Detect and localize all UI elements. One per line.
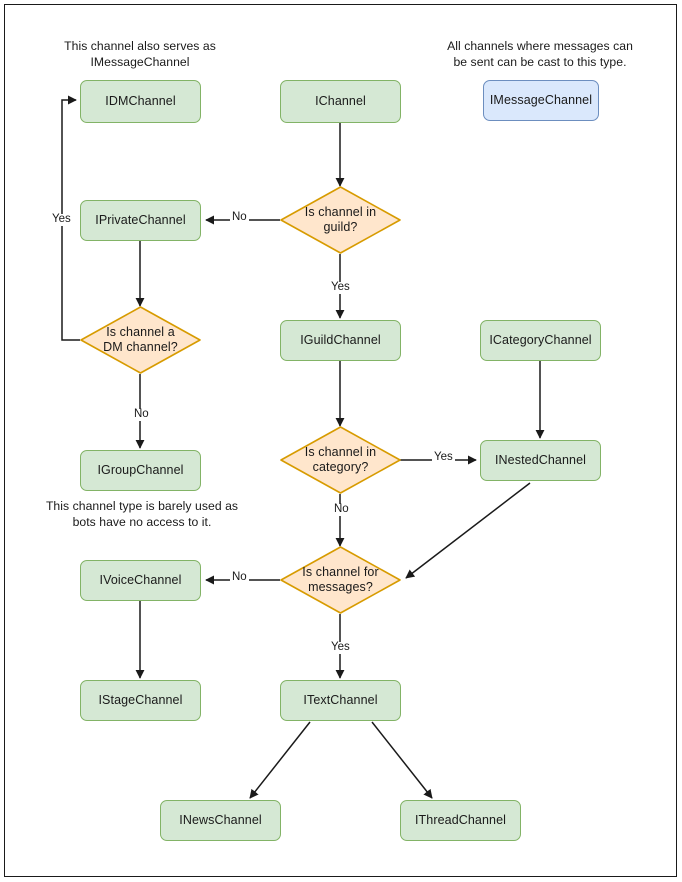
edge-label-category-no: No bbox=[332, 503, 351, 516]
node-istagechannel-label: IStageChannel bbox=[98, 692, 183, 707]
node-inewschannel-label: INewsChannel bbox=[179, 812, 262, 827]
node-imessagechannel[interactable]: IMessageChannel bbox=[483, 80, 599, 121]
node-idmchannel[interactable]: IDMChannel bbox=[80, 80, 201, 123]
note-message-channel: All channels where messages can be sent … bbox=[430, 38, 650, 70]
note-msg-line2: be sent can be cast to this type. bbox=[453, 55, 627, 70]
decision-is-channel-in-category[interactable]: Is channel in category? bbox=[280, 426, 401, 494]
edge-label-messages-yes: Yes bbox=[329, 641, 352, 654]
node-ivoicechannel[interactable]: IVoiceChannel bbox=[80, 560, 201, 601]
note-group-line2: bots have no access to it. bbox=[72, 515, 212, 530]
node-ithreadchannel-label: IThreadChannel bbox=[414, 812, 507, 827]
decision-in-category-line1: Is channel in bbox=[304, 444, 377, 459]
edge-label-category-yes: Yes bbox=[432, 451, 455, 464]
decision-is-dm-line1: Is channel a bbox=[106, 324, 175, 339]
edge-label-guild-yes: Yes bbox=[329, 281, 352, 294]
node-iprivatechannel-label: IPrivateChannel bbox=[95, 212, 186, 227]
decision-is-channel-in-guild[interactable]: Is channel in guild? bbox=[280, 186, 401, 254]
note-dm-line2: IMessageChannel bbox=[90, 55, 190, 70]
decision-is-channel-a-dm-channel[interactable]: Is channel a DM channel? bbox=[80, 306, 201, 374]
node-inewschannel[interactable]: INewsChannel bbox=[160, 800, 281, 841]
decision-for-messages-line2: messages? bbox=[308, 580, 373, 594]
node-icategorychannel[interactable]: ICategoryChannel bbox=[480, 320, 601, 361]
node-iguildchannel[interactable]: IGuildChannel bbox=[280, 320, 401, 361]
edge-itextchannel-to-inewschannel bbox=[249, 721, 311, 799]
decision-in-guild-label: Is channel in guild? bbox=[280, 186, 401, 254]
note-msg-line1: All channels where messages can bbox=[447, 39, 633, 53]
note-group-line1: This channel type is barely used as bbox=[45, 499, 239, 513]
decision-for-messages-shape bbox=[280, 546, 401, 614]
node-ichannel-label: IChannel bbox=[315, 93, 366, 108]
node-inestedchannel[interactable]: INestedChannel bbox=[480, 440, 601, 481]
decision-in-category-label: Is channel in category? bbox=[280, 426, 401, 494]
node-iguildchannel-label: IGuildChannel bbox=[300, 332, 381, 347]
decision-in-category-line2: category? bbox=[312, 460, 369, 474]
note-dm-line1: This channel also serves as bbox=[64, 39, 216, 53]
node-ithreadchannel[interactable]: IThreadChannel bbox=[400, 800, 521, 841]
node-itextchannel[interactable]: ITextChannel bbox=[280, 680, 401, 721]
edge-label-dm-yes: Yes bbox=[50, 213, 73, 226]
node-icategorychannel-label: ICategoryChannel bbox=[489, 332, 592, 347]
node-igroupchannel-label: IGroupChannel bbox=[97, 462, 184, 477]
node-itextchannel-label: ITextChannel bbox=[303, 692, 378, 707]
edge-label-guild-no: No bbox=[230, 211, 249, 224]
edge-inestedchannel-to-formessages bbox=[405, 482, 531, 579]
note-group-channel: This channel type is barely used as bots… bbox=[28, 498, 256, 530]
node-idmchannel-label: IDMChannel bbox=[105, 93, 176, 108]
decision-is-channel-for-messages[interactable]: Is channel for messages? bbox=[280, 546, 401, 614]
note-dm-channel: This channel also serves as IMessageChan… bbox=[40, 38, 240, 70]
edge-label-messages-no: No bbox=[230, 571, 249, 584]
node-inestedchannel-label: INestedChannel bbox=[494, 452, 587, 467]
decision-in-guild-line1: Is channel in bbox=[304, 204, 377, 219]
decision-in-category-shape bbox=[280, 426, 401, 494]
decision-for-messages-line1: Is channel for bbox=[302, 564, 379, 579]
node-ichannel[interactable]: IChannel bbox=[280, 80, 401, 123]
node-istagechannel[interactable]: IStageChannel bbox=[80, 680, 201, 721]
decision-is-dm-label: Is channel a DM channel? bbox=[80, 306, 201, 374]
node-iprivatechannel[interactable]: IPrivateChannel bbox=[80, 200, 201, 241]
decision-in-guild-shape bbox=[280, 186, 401, 254]
decision-is-dm-shape bbox=[80, 306, 201, 374]
edge-label-dm-no: No bbox=[132, 408, 151, 421]
decision-is-dm-line2: DM channel? bbox=[103, 340, 178, 354]
decision-for-messages-label: Is channel for messages? bbox=[280, 546, 401, 614]
node-imessagechannel-label: IMessageChannel bbox=[489, 92, 593, 107]
edge-itextchannel-to-ithreadchannel bbox=[371, 721, 433, 799]
node-ivoicechannel-label: IVoiceChannel bbox=[99, 572, 182, 587]
node-igroupchannel[interactable]: IGroupChannel bbox=[80, 450, 201, 491]
decision-in-guild-line2: guild? bbox=[323, 220, 358, 234]
